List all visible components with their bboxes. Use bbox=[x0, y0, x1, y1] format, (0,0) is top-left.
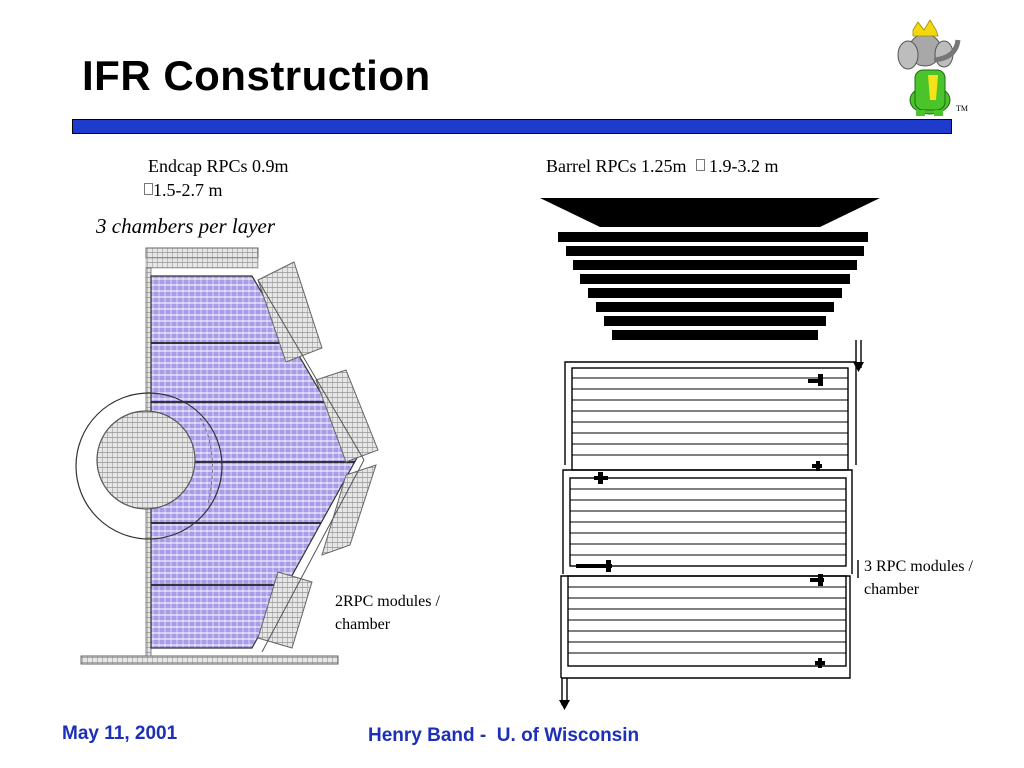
barrel-modules-line-2: chamber bbox=[864, 581, 920, 598]
barrel-chamber-diagram bbox=[559, 340, 864, 710]
symbol-glyph-icon bbox=[695, 159, 705, 171]
endcap-top-plate bbox=[145, 247, 259, 259]
barrel-modules-line-1: 3 RPC modules / bbox=[864, 558, 973, 575]
slide-title: IFR Construction bbox=[82, 52, 431, 99]
endcap-modules-line-2: chamber bbox=[335, 616, 391, 633]
endcap-radius-label: 1.5-2.7 m bbox=[144, 180, 223, 201]
barrel-radius-text: 1.9-3.2 m bbox=[709, 156, 779, 176]
elephant-mascot-icon bbox=[897, 19, 961, 116]
beam-pipe-outer bbox=[75, 392, 223, 540]
endcap-modules-label: 2RPC modules / chamber bbox=[335, 590, 440, 636]
endcap-base-plate bbox=[80, 655, 339, 665]
symbol-glyph-icon bbox=[144, 183, 153, 195]
endcap-size-text: Endcap RPCs 0.9m bbox=[148, 156, 289, 176]
chambers-per-layer-caption: 3 chambers per layer bbox=[96, 214, 276, 238]
endcap-diagram bbox=[75, 247, 379, 665]
footer-author: Henry Band - U. of Wisconsin bbox=[368, 725, 640, 746]
endcap-radius-text: 1.5-2.7 m bbox=[153, 180, 223, 200]
barrel-stack bbox=[540, 198, 880, 340]
beam-pipe-inner bbox=[96, 410, 196, 510]
trademark-label: TM bbox=[956, 104, 968, 113]
title-accent-bar bbox=[72, 119, 952, 134]
endcap-outer-panels bbox=[257, 261, 379, 653]
barrel-rpc-label: Barrel RPCs 1.25m 1.9-3.2 m bbox=[546, 156, 779, 177]
footer-date: May 11, 2001 bbox=[62, 723, 178, 744]
barrel-size-text: Barrel RPCs 1.25m bbox=[546, 156, 687, 176]
barrel-modules-label: 3 RPC modules / chamber bbox=[864, 555, 973, 601]
endcap-rpc-size-label: Endcap RPCs 0.9m bbox=[148, 156, 289, 177]
endcap-modules-line-1: 2RPC modules / bbox=[335, 593, 440, 610]
